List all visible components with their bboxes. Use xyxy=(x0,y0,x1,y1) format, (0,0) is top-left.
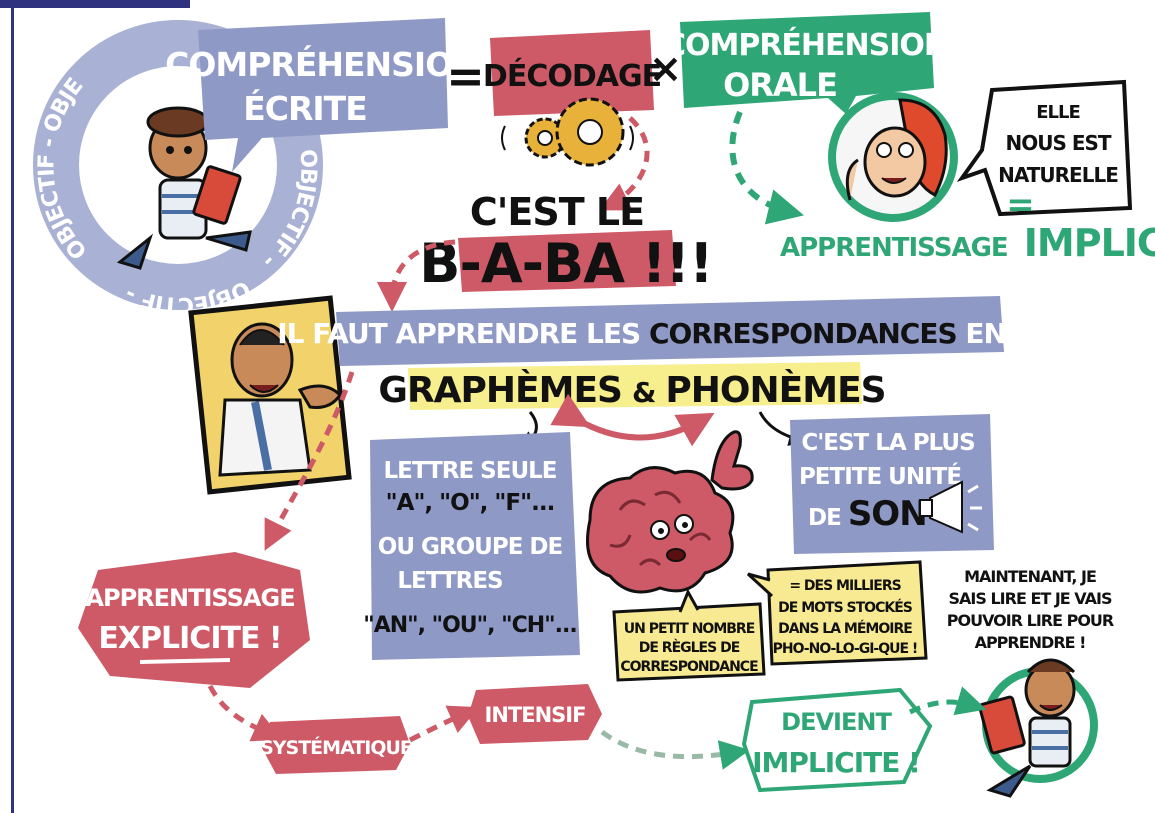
lettre-line1: LETTRE SEULE xyxy=(383,458,556,484)
green-equals: = xyxy=(1006,185,1034,225)
times-sign: × xyxy=(649,46,682,92)
lettre-line3: OU GROUPE DE xyxy=(378,534,563,560)
comprehension-orale-line1: COMPRÉHENSION xyxy=(664,27,948,63)
regles-bubble-tail xyxy=(678,588,700,613)
comprehension-orale-box xyxy=(680,12,934,114)
apprentissage-implicite-title: APPRENTISSAGE IMPLICITE xyxy=(780,221,1155,265)
arrow-decodage-to-baba xyxy=(599,116,650,211)
maintenant-line1: MAINTENANT, JE xyxy=(964,567,1096,586)
correspondances-banner xyxy=(336,296,1004,366)
explicite-underline xyxy=(139,658,231,664)
comprehension-ecrite-line2: ÉCRITE xyxy=(243,88,367,128)
regles-line3: CORRESPONDANCE xyxy=(620,659,758,675)
comprehension-ecrite-box xyxy=(198,18,448,172)
son-line2: PETITE UNITÉ xyxy=(799,462,961,490)
devient-line2: IMPLICITE ! xyxy=(752,746,920,779)
son-line1: C'EST LA PLUS xyxy=(801,430,974,456)
lettre-line4: LETTRES xyxy=(397,568,502,594)
megaphone-icon xyxy=(919,480,982,534)
baba-highlight xyxy=(458,230,676,292)
reading-child-happy-icon xyxy=(978,658,1098,798)
decodage-box xyxy=(490,30,654,116)
graphemes-highlight xyxy=(408,362,862,410)
naturelle-bubble xyxy=(956,79,1133,217)
gears-icon xyxy=(501,97,634,167)
systematique-box xyxy=(262,716,410,774)
equals-sign: = xyxy=(446,49,484,103)
milliers-line1: = DES MILLIERS xyxy=(789,578,901,594)
son-line3: DE SON xyxy=(808,494,927,534)
milliers-line4: PHO-NO-LO-GI-QUE ! xyxy=(773,641,918,657)
brain-icon xyxy=(586,430,754,594)
arrow-baba-to-banner xyxy=(377,239,456,312)
left-border xyxy=(11,0,14,813)
naturelle-line2: NOUS EST xyxy=(1005,131,1111,155)
arrow-devient-to-child xyxy=(908,686,987,716)
arrow-systematique-to-intensif xyxy=(408,705,479,743)
milliers-bubble xyxy=(766,560,928,666)
graphemes-phonemes: GRAPHÈMES&PHONÈMES xyxy=(378,369,885,411)
comprehension-orale-line2: ORALE xyxy=(723,66,837,104)
decodage-label: DÉCODAGE xyxy=(483,58,661,94)
regles-line1: UN PETIT NOMBRE xyxy=(624,621,755,637)
naturelle-line3: NATURELLE xyxy=(998,163,1118,187)
arrow-intensif-to-devient xyxy=(600,729,750,770)
comprehension-ecrite-line1: COMPRÉHENSION xyxy=(165,44,479,84)
lettre-line2: "A", "O", "F"... xyxy=(386,490,555,516)
maintenant-line4: APPRENDRE ! xyxy=(975,633,1086,652)
intensif-box xyxy=(468,684,602,744)
lettre-box xyxy=(370,432,580,660)
maintenant-line3: POUVOIR LIRE POUR xyxy=(947,611,1114,630)
regles-bubble xyxy=(612,602,766,682)
teacher-icon xyxy=(188,295,352,495)
maintenant-line2: SAIS LIRE ET JE VAIS xyxy=(949,589,1112,608)
intensif-label: INTENSIF xyxy=(485,703,586,727)
explicite-box xyxy=(78,552,310,688)
milliers-line2: DE MOTS STOCKÉS xyxy=(778,599,913,616)
devient-line1: DEVIENT xyxy=(781,708,892,736)
devient-box xyxy=(741,687,933,793)
explicite-line1: APPRENTISSAGE xyxy=(85,584,294,612)
regles-line2: DE RÈGLES DE xyxy=(639,639,740,656)
baba-line2: B-A-BA !!! xyxy=(419,232,712,295)
arrow-teacher-to-explicite xyxy=(264,371,355,551)
hair-character-icon xyxy=(828,92,958,222)
banner-line: IL FAUT APPRENDRE LES CORRESPONDANCES EN… xyxy=(277,317,1063,350)
explicite-line2: EXPLICITE ! xyxy=(98,621,281,656)
systematique-label: SYSTÉMATIQUE xyxy=(260,736,412,759)
arrow-double-red xyxy=(550,393,715,447)
lettre-line5: "AN", "OU", "CH"... xyxy=(363,613,576,638)
arrow-orale-to-implicite xyxy=(729,110,805,225)
corner-tab xyxy=(0,0,190,8)
arrow-explicite-to-systematique xyxy=(207,684,283,742)
milliers-bubble-tail xyxy=(746,572,774,598)
milliers-line3: DANS LA MÉMOIRE xyxy=(778,620,912,637)
baba-line1: C'EST LE xyxy=(470,190,644,234)
naturelle-line1: ELLE xyxy=(1036,102,1080,123)
reading-child-icon xyxy=(116,106,252,270)
